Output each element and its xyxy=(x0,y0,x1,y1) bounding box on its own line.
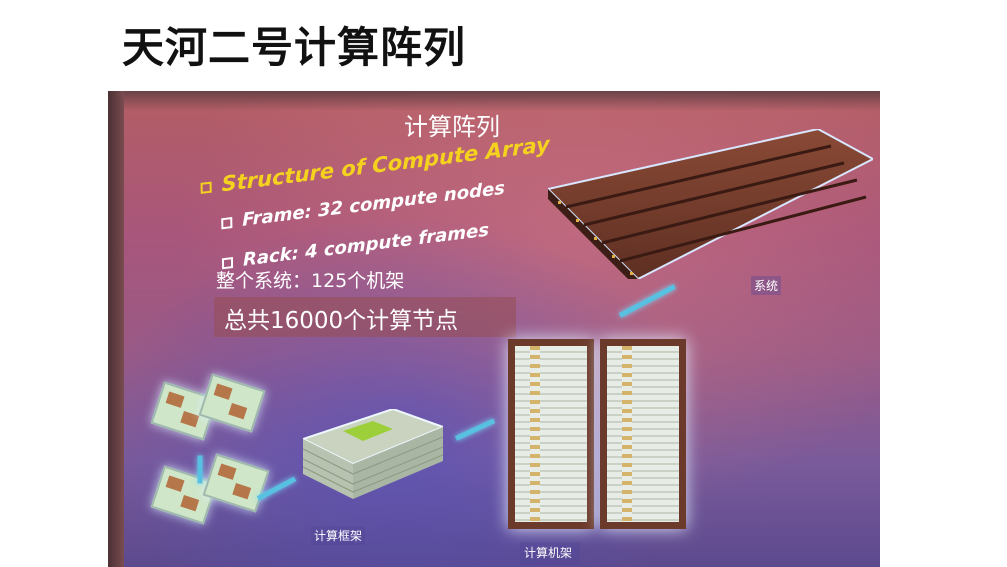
caption-node-count: 总共16000个计算节点 xyxy=(224,308,459,334)
arrow-to-system xyxy=(618,284,676,318)
cabinet-stripe xyxy=(530,346,540,522)
bullet-rack-text: Rack: 4 compute frames xyxy=(242,219,490,271)
caption-system-size: 整个系统：125个机架 xyxy=(216,270,405,292)
cabinet-stripe xyxy=(622,346,632,522)
frame-label: 计算框架 xyxy=(311,526,366,545)
caption-backdrop xyxy=(214,297,516,337)
square-bullet-icon xyxy=(200,181,212,194)
square-bullet-icon xyxy=(221,216,233,229)
frame-side xyxy=(353,427,443,499)
system-front xyxy=(548,189,638,279)
page-title: 天河二号计算阵列 xyxy=(122,23,467,72)
arrow-down xyxy=(197,455,203,484)
system-label: 系统 xyxy=(751,276,782,295)
frame-highlight xyxy=(343,421,393,441)
row-dividers xyxy=(565,144,867,263)
frame-blades xyxy=(303,436,443,493)
arrow-to-rack xyxy=(454,418,496,441)
frames-cluster xyxy=(148,373,270,541)
row-lights xyxy=(558,201,633,275)
cabinet-slots xyxy=(607,346,679,522)
cabinet-slots xyxy=(515,346,587,522)
frame-card xyxy=(202,453,270,513)
compute-frame-illustration xyxy=(303,409,443,499)
system-rows-illustration xyxy=(548,129,873,279)
system-top xyxy=(548,129,873,279)
frame-front xyxy=(303,439,353,499)
screen-edge-left xyxy=(108,91,124,567)
screen-edge-top xyxy=(108,91,880,111)
rack-label: 计算机架 xyxy=(520,542,581,565)
rack-cabinet-left xyxy=(508,339,594,529)
slide-photo: 计算阵列 Structure of Compute Array Frame: 3… xyxy=(108,91,880,567)
slide-subtitle: 计算阵列 xyxy=(404,113,500,141)
rack-cabinet-right xyxy=(600,339,686,529)
